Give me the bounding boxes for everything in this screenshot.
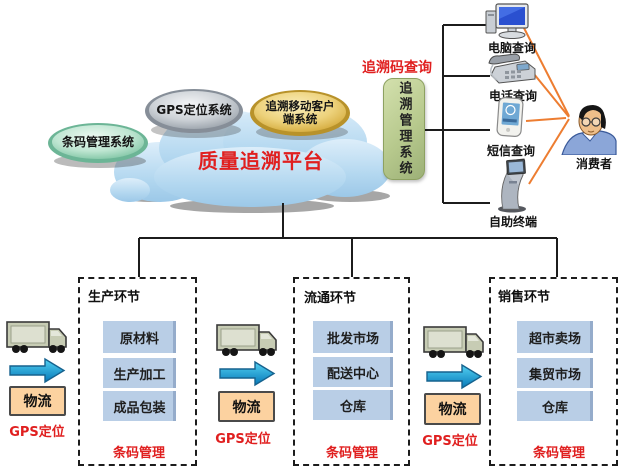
stage-box-sales xyxy=(489,277,618,466)
trace-management-system-label: 追溯管理系统 xyxy=(396,81,412,177)
production-item-raw-materials: 原材料 xyxy=(103,321,176,353)
production-item-packaging: 成品包装 xyxy=(103,391,176,421)
telephone-icon xyxy=(488,53,536,84)
logistics-box-3: 物流 xyxy=(424,393,481,425)
stage-box-circulation xyxy=(293,277,410,466)
circulation-item-wholesale: 批发市场 xyxy=(313,321,393,353)
sales-barcode-label: 条码管理 xyxy=(532,446,585,461)
gps-label-2: GPS定位 xyxy=(215,432,271,447)
stage-title-circulation: 流通环节 xyxy=(304,291,357,306)
mobile-client-system-label: 追溯移动客户 端系统 xyxy=(254,100,346,126)
trace-management-system-box: 追溯管理系统 xyxy=(383,78,425,180)
truck-icon-3 xyxy=(423,326,484,358)
consumer-label: 消费者 xyxy=(575,157,612,171)
sms-query-label: 短信查询 xyxy=(486,144,535,158)
sales-item-supermarket: 超市卖场 xyxy=(517,321,593,353)
mobile-client-system-ellipse xyxy=(250,90,350,140)
barcode-system-label: 条码管理系统 xyxy=(61,135,134,149)
production-barcode-label: 条码管理 xyxy=(112,446,165,461)
consumer-icon xyxy=(561,105,617,155)
mobile-client-line2: 端系统 xyxy=(282,112,318,126)
kiosk-query-label: 自助终端 xyxy=(488,215,537,229)
platform-cloud xyxy=(110,104,391,207)
logistics-box-1: 物流 xyxy=(9,386,66,416)
gps-system-label: GPS定位系统 xyxy=(156,103,232,117)
circulation-barcode-label: 条码管理 xyxy=(325,446,378,461)
mobile-client-line1: 追溯移动客户 xyxy=(265,99,335,113)
circulation-item-distribution: 配送中心 xyxy=(313,357,393,387)
platform-title: 质量追溯平台 xyxy=(198,149,324,173)
gps-label-1: GPS定位 xyxy=(9,425,65,440)
stage-title-production: 生产环节 xyxy=(88,290,141,305)
circulation-item-warehouse: 仓库 xyxy=(313,390,393,420)
production-item-processing: 生产加工 xyxy=(103,358,176,388)
connector-lines xyxy=(138,24,558,277)
kiosk-icon xyxy=(498,158,526,213)
sales-item-market: 集贸市场 xyxy=(517,358,593,388)
trace-code-query-label: 追溯码查询 xyxy=(362,60,432,76)
stage-title-sales: 销售环节 xyxy=(498,290,551,305)
sales-item-warehouse: 仓库 xyxy=(517,391,593,421)
gps-system-ellipse xyxy=(145,89,243,138)
mobile-phone-icon xyxy=(496,97,524,137)
stage-box-production xyxy=(78,277,197,466)
flow-arrow-icon-2 xyxy=(219,360,276,387)
flow-arrow-icon-1 xyxy=(9,357,66,384)
logistics-box-2: 物流 xyxy=(218,391,275,422)
consumer-query-lines xyxy=(523,27,570,185)
flow-arrow-icon-3 xyxy=(426,363,483,390)
computer-query-label: 电脑查询 xyxy=(487,41,536,55)
desktop-computer-icon xyxy=(485,3,529,39)
truck-icon-2 xyxy=(216,324,277,356)
barcode-system-ellipse xyxy=(48,123,148,168)
truck-icon-1 xyxy=(6,321,67,353)
gps-label-3: GPS定位 xyxy=(422,434,478,449)
